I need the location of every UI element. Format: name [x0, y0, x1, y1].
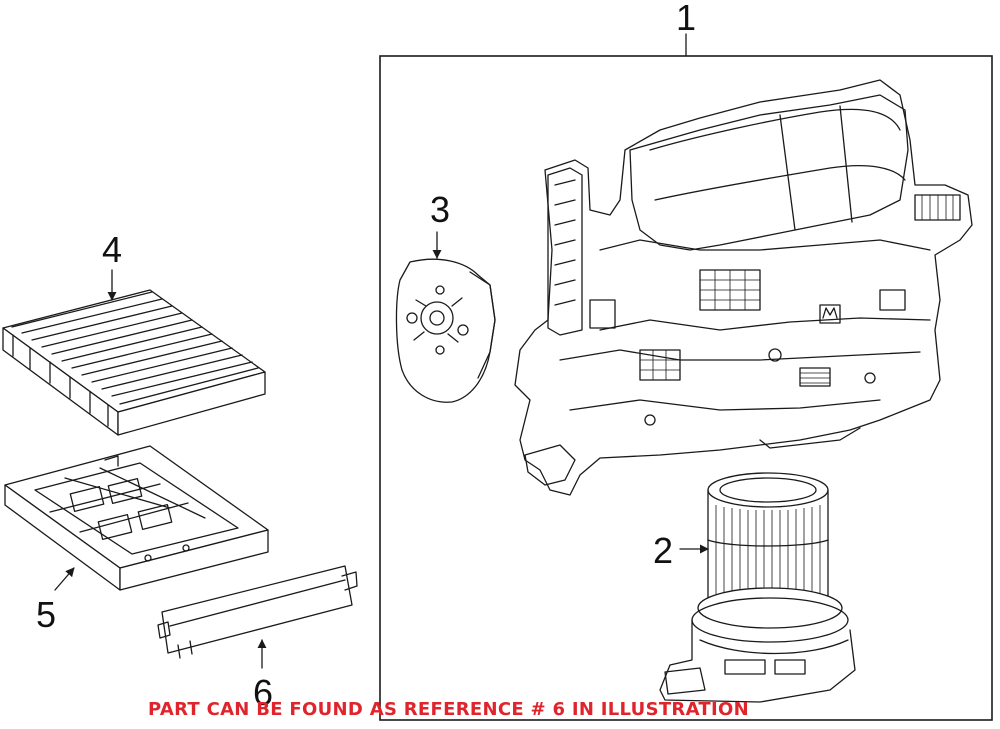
blower-cover-drawing: [395, 258, 496, 403]
blower-motor-drawing: [659, 472, 856, 703]
callout-4: 4: [102, 229, 122, 270]
reference-notice: PART CAN BE FOUND AS REFERENCE # 6 IN IL…: [148, 699, 749, 720]
filter-tray-drawing: [4, 445, 269, 591]
callout-6: 6: [253, 672, 273, 713]
callout-5: 5: [36, 594, 56, 635]
callout-2: 2: [653, 530, 673, 571]
callout-1: 1: [676, 0, 696, 38]
callout-3: 3: [430, 189, 450, 230]
hvac-housing-drawing: [514, 79, 973, 496]
filter-cover-drawing: [157, 565, 358, 659]
cabin-filter-drawing: [2, 289, 266, 436]
arrow-5: [54, 567, 75, 591]
